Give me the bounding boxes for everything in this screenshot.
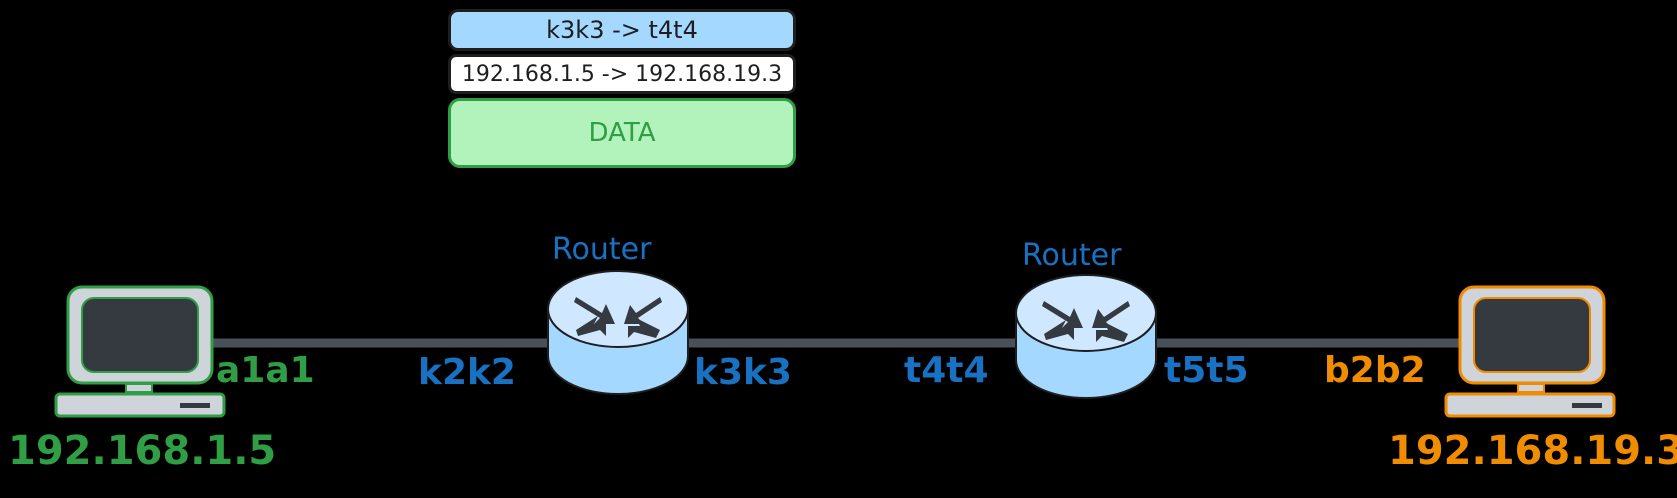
computer-icon-host1 [54, 285, 226, 418]
interface-label-a1a1: a1a1 [216, 350, 315, 391]
ip-header-box: 192.168.1.5 -> 192.168.19.3 [448, 54, 796, 94]
data-payload-box: DATA [448, 98, 796, 168]
interface-label-t5t5: t5t5 [1164, 350, 1249, 391]
interface-label-k3k3: k3k3 [694, 352, 792, 393]
computer-icon-host2 [1444, 285, 1616, 418]
router-icon-1 [547, 270, 689, 395]
router-1-title: Router [552, 232, 652, 267]
mac-header-box: k3k3 -> t4t4 [448, 9, 796, 51]
host-1-ip-label: 192.168.1.5 [8, 428, 277, 474]
router-2-title: Router [1022, 238, 1122, 273]
interface-label-b2b2: b2b2 [1324, 350, 1426, 391]
host-2-ip-label: 192.168.19.3 [1388, 428, 1677, 474]
router-icon-2 [1015, 274, 1157, 399]
interface-label-k2k2: k2k2 [418, 352, 516, 393]
interface-label-t4t4: t4t4 [904, 350, 989, 391]
